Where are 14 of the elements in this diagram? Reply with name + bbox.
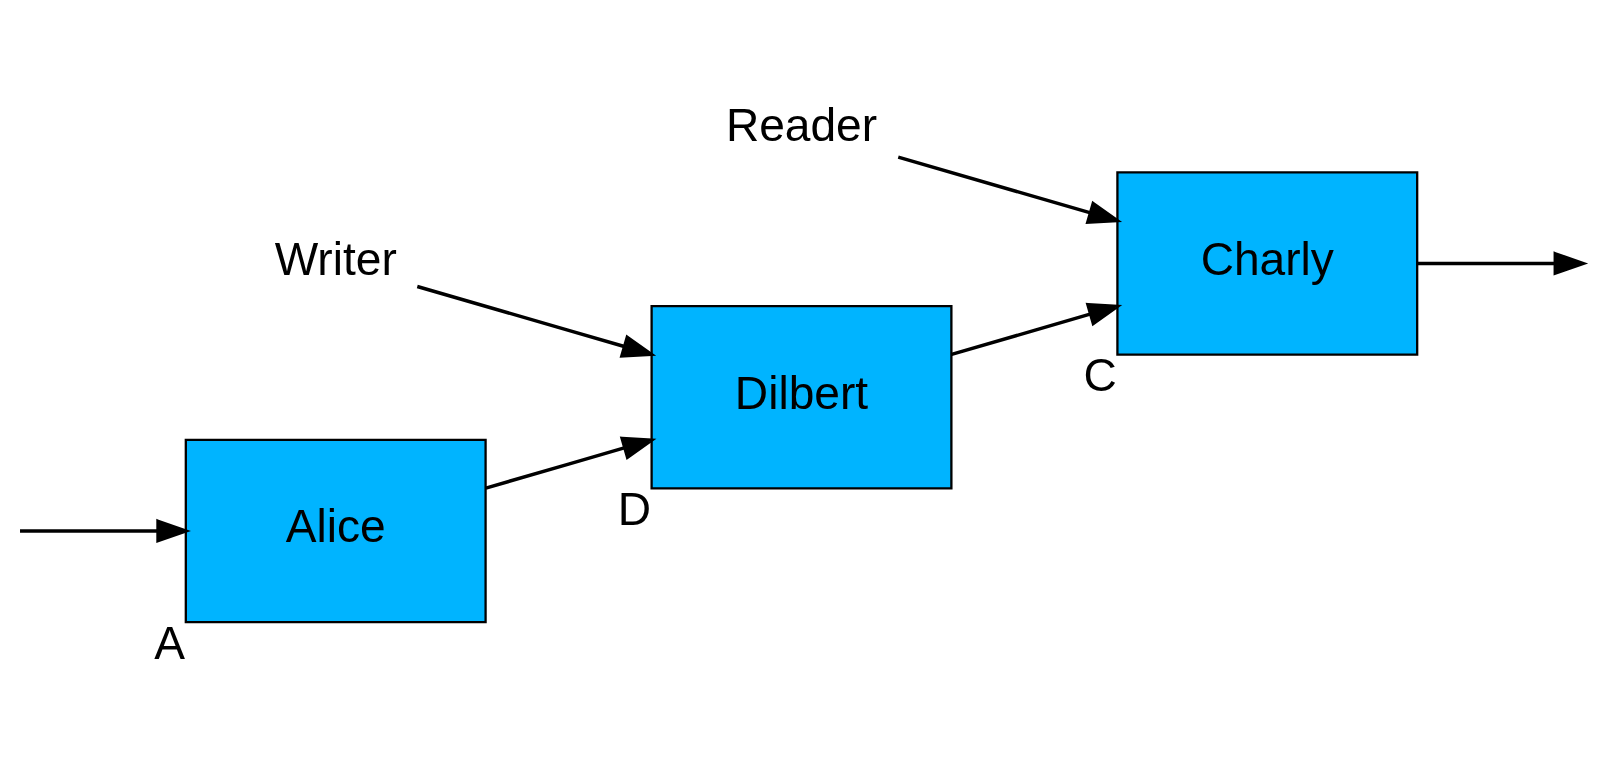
arrow xyxy=(416,284,657,358)
arrow xyxy=(20,518,191,544)
node-box: Charly xyxy=(1116,171,1419,356)
node-box: Alice xyxy=(184,438,487,624)
node-label: D xyxy=(617,483,651,536)
arrow xyxy=(485,436,657,490)
node-text: Reader xyxy=(725,99,878,152)
arrow xyxy=(1417,251,1589,276)
arrow xyxy=(897,155,1123,225)
node-box: Dilbert xyxy=(650,304,953,490)
node-label: A xyxy=(154,616,186,669)
node-label: C xyxy=(1083,349,1117,402)
arrow xyxy=(951,302,1123,356)
node-text: Writer xyxy=(274,233,397,285)
